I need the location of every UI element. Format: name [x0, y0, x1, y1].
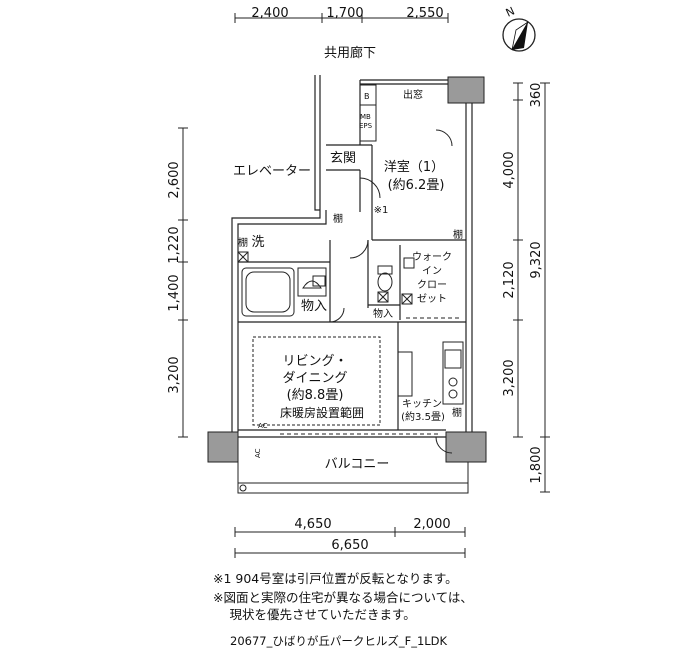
right-dimension-lines [513, 82, 550, 493]
dim-bottom-1: 4,650 [294, 517, 331, 532]
dim-right-3: 3,200 [502, 359, 517, 396]
wash-label: 洗 [251, 235, 264, 250]
kitchen-size: (約3.5畳) [401, 410, 445, 423]
floor-heating-label: 床暖房設置範囲 [280, 405, 364, 420]
dim-right-1: 4,000 [502, 151, 517, 188]
wic-label-3: クロー [417, 279, 447, 291]
fixture-boxes [237, 251, 415, 305]
bay-window-label: 出窓 [403, 88, 423, 101]
toilet-icon [377, 265, 393, 292]
bedroom-size: (約6.2畳) [388, 178, 445, 193]
bedroom-label: 洋室（1） [384, 159, 444, 175]
living-size: (約8.8畳) [287, 388, 344, 403]
b-label: B [364, 92, 370, 101]
floor-heating-area [252, 336, 381, 426]
wic-label-2: イン [422, 266, 442, 277]
dim-left-4: 3,200 [167, 356, 182, 393]
storage-label-bath: 物入 [301, 299, 327, 314]
dim-bottom-total: 6,650 [331, 538, 368, 553]
corridor-label: 共用廊下 [324, 45, 376, 61]
eps-label: EPS [359, 122, 373, 130]
walls [231, 75, 473, 438]
dim-bottom-2: 2,000 [413, 517, 450, 532]
living-label-2: ダイニング [282, 371, 347, 386]
left-dimension-line [178, 127, 188, 438]
north-arrow-icon [502, 18, 536, 52]
kitchen-label: キッチン [402, 398, 442, 410]
dim-right-2: 2,120 [502, 261, 517, 298]
dim-left-2: 1,220 [167, 226, 182, 263]
dim-top-1: 2,400 [251, 6, 288, 21]
shelf-label-kitchen: 棚 [452, 406, 462, 419]
storage-label-toilet: 物入 [373, 307, 393, 320]
bathtub [241, 267, 295, 317]
dim-right-total: 9,320 [529, 241, 544, 278]
elevator-label: エレベーター [233, 164, 311, 179]
dim-top-2: 1,700 [326, 6, 363, 21]
entrance-label: 玄関 [330, 151, 356, 166]
shelf-label-wash: 棚 [238, 236, 248, 249]
dim-left-3: 1,400 [167, 274, 182, 311]
ac-label-living: AC [258, 422, 268, 430]
wic-label-1: ウォーク [412, 251, 452, 263]
dim-right-balcony: 1,800 [529, 446, 544, 483]
shelf-label-genkan: 棚 [333, 212, 343, 225]
bottom-dimension-lines [234, 527, 466, 558]
sliding-doors [280, 190, 460, 435]
note-1: ※1 904号室は引戸位置が反転となります。 [213, 571, 458, 586]
door-swings [329, 129, 453, 454]
washbasin [297, 267, 327, 297]
caption: 20677_ひばりが丘パークヒルズ_F_1LDK [230, 634, 448, 648]
dim-left-1: 2,600 [167, 161, 182, 198]
north-label: N [504, 4, 517, 19]
balcony-outline [237, 462, 469, 494]
ac-label-balcony: AC [254, 448, 262, 458]
shelf-label-bedroom: 棚 [453, 228, 463, 241]
balcony-label: バルコニー [325, 457, 390, 472]
mark-1-label: ※1 [374, 205, 389, 216]
living-label-1: リビング・ [282, 354, 347, 369]
dim-top-3: 2,550 [406, 6, 443, 21]
kitchen-counter [397, 341, 464, 405]
wic-label-4: ゼット [417, 293, 447, 305]
structural-columns [207, 76, 487, 463]
dim-right-360: 360 [529, 83, 544, 108]
mb-label: MB [360, 113, 371, 121]
mb-eps-box [359, 84, 377, 142]
top-dimension-line [234, 13, 449, 23]
note-3: 現状を優先させていただきます。 [213, 607, 416, 622]
note-2: ※図面と実際の住宅が異なる場合については、 [213, 590, 473, 605]
